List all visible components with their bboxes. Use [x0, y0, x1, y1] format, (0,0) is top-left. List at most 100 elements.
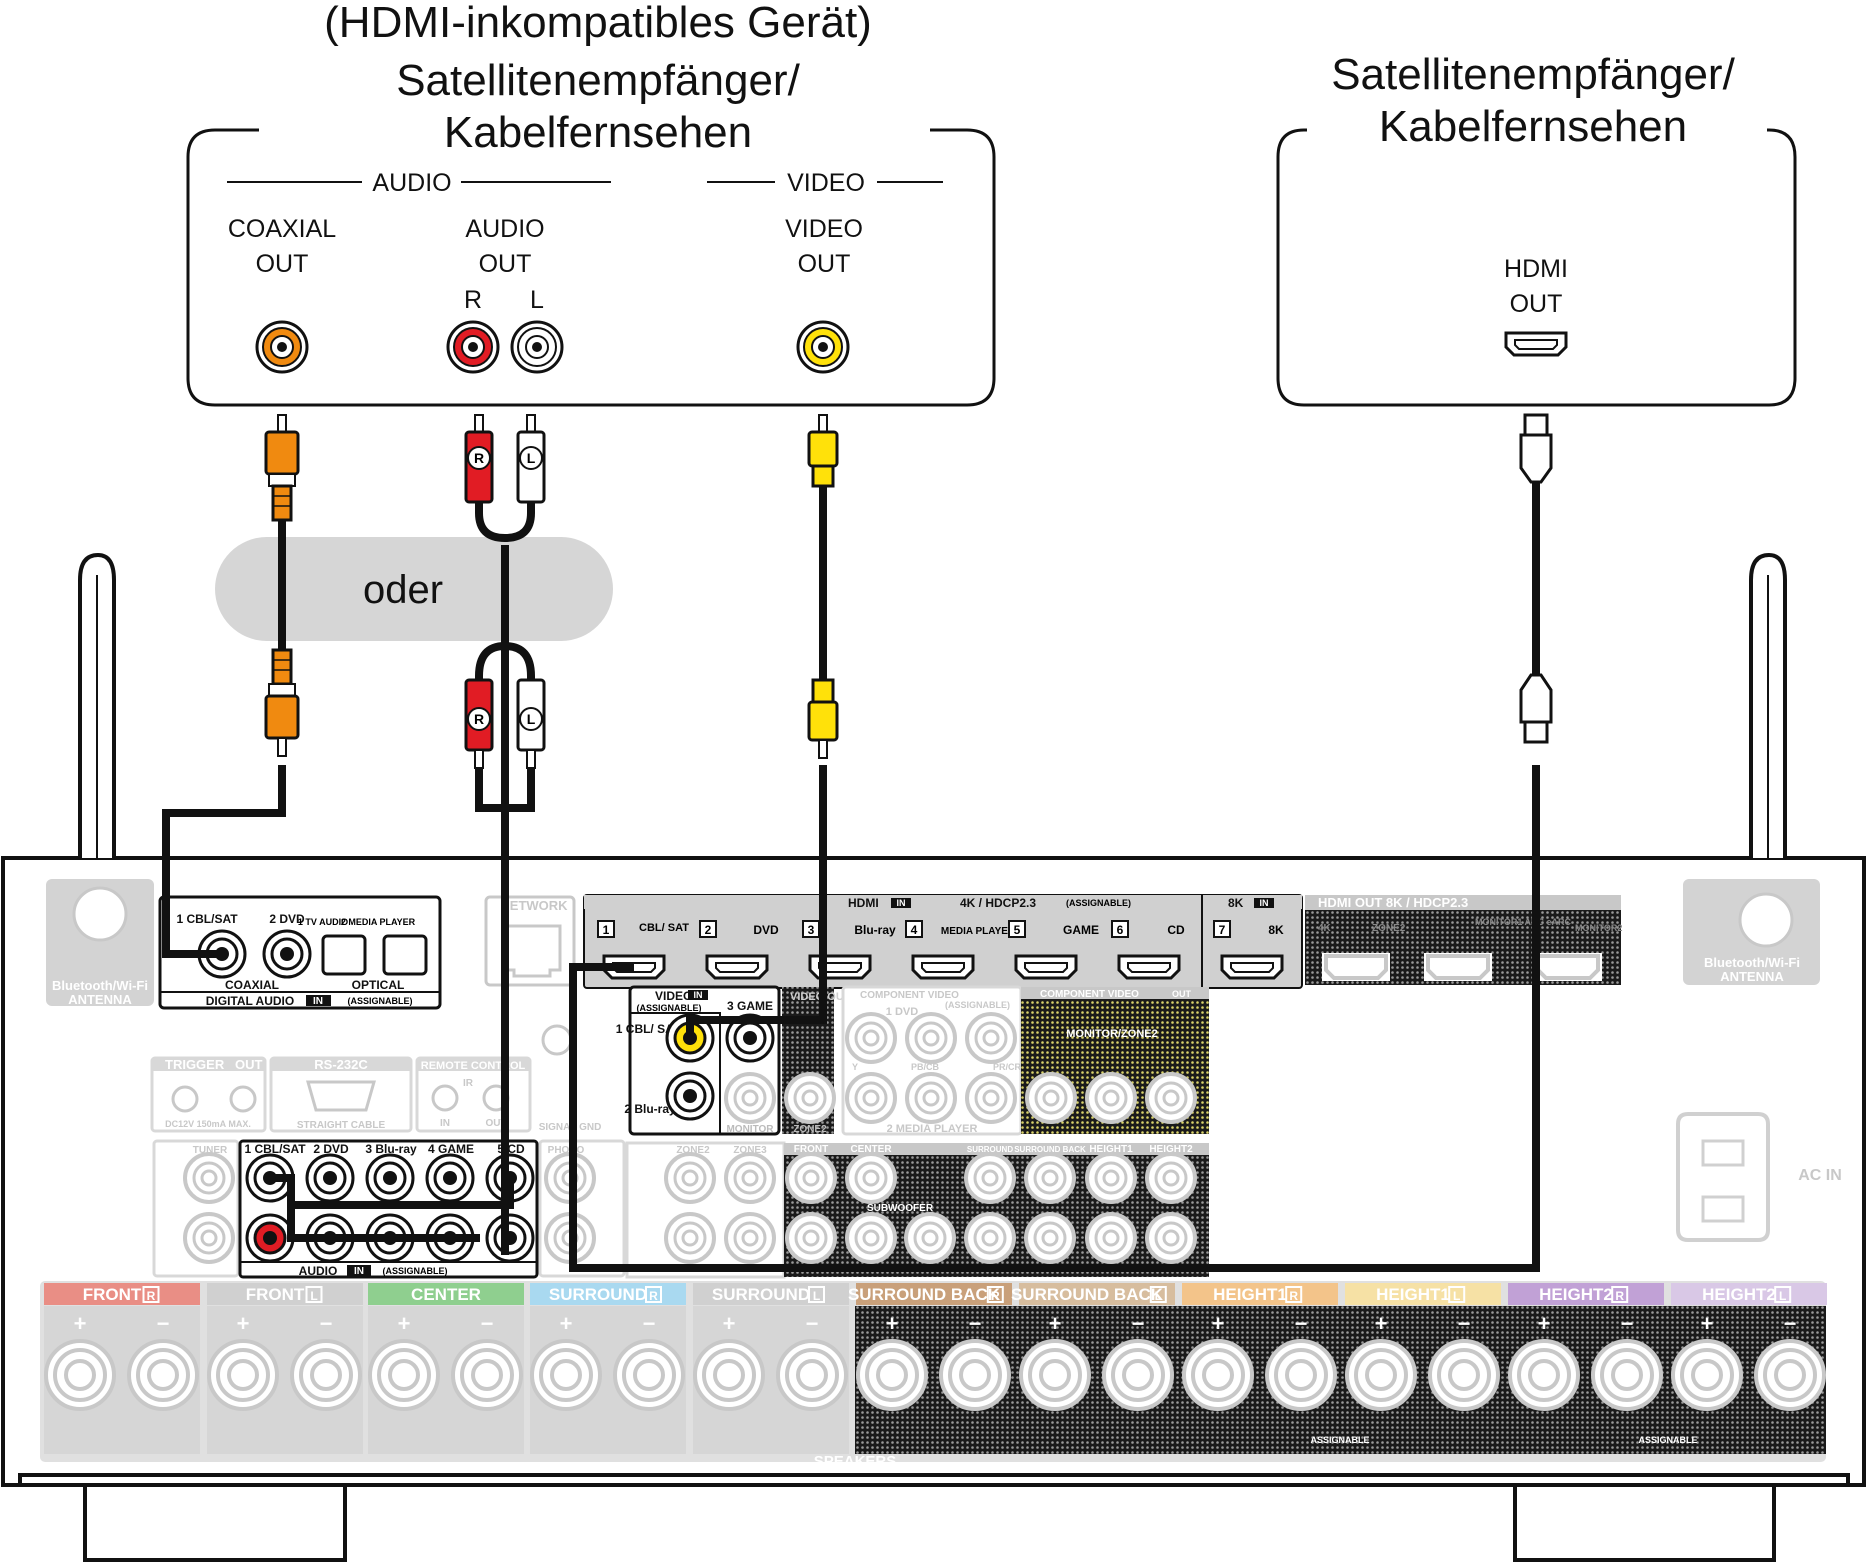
- hdmi-out-port[interactable]: [1504, 331, 1568, 357]
- trigger-spec: DC12V 150mA MAX.: [165, 1119, 251, 1129]
- speaker-post[interactable]: [1102, 1339, 1174, 1411]
- speaker-post[interactable]: [1019, 1339, 1091, 1411]
- svg-text:−: −: [157, 1311, 170, 1336]
- speaker-post[interactable]: [1508, 1339, 1580, 1411]
- hdmi-in-4[interactable]: 4 MEDIA PLAYER: [905, 920, 1016, 980]
- video-cable: [686, 414, 839, 1038]
- speaker-post[interactable]: [1265, 1339, 1337, 1411]
- hdmi-source-device: Satellitenempfänger/ Kabelfernsehen HDMI…: [1276, 50, 1797, 407]
- audio-out-r-jack[interactable]: [446, 320, 500, 374]
- rca-plug-white-top: L: [516, 414, 546, 504]
- speaker-post[interactable]: [1182, 1339, 1254, 1411]
- coaxial-label: COAXIAL: [225, 978, 279, 992]
- speaker-post[interactable]: [693, 1339, 765, 1411]
- optical-1-port[interactable]: [321, 934, 367, 976]
- audio-out-l-jack[interactable]: [510, 320, 564, 374]
- coaxial-out-jack[interactable]: [255, 320, 309, 374]
- component-group1-label: 1 DVD: [886, 1006, 918, 1018]
- assignable-label: (ASSIGNABLE): [383, 1266, 448, 1276]
- speaker-channel: L: [310, 1289, 317, 1303]
- hdmi-in-3[interactable]: 3 Blu-ray: [802, 920, 896, 980]
- hdmi-in-2[interactable]: 2 DVD: [699, 920, 779, 980]
- speaker-post[interactable]: [451, 1339, 523, 1411]
- speaker-channel: L: [813, 1289, 820, 1303]
- hdmi-in-6[interactable]: 6 CD: [1111, 920, 1185, 980]
- svg-text:+: +: [886, 1311, 899, 1336]
- audio-in-1-r-jack[interactable]: [245, 1213, 295, 1263]
- svg-text:+: +: [1049, 1311, 1062, 1336]
- hdmi-in-7-8k[interactable]: 7 8K: [1213, 920, 1284, 980]
- speaker-post[interactable]: [530, 1339, 602, 1411]
- audio-in-2-l-jack[interactable]: [305, 1153, 355, 1203]
- pb-label: PB/CB: [911, 1062, 940, 1072]
- speaker-post[interactable]: [1428, 1339, 1500, 1411]
- speaker-post[interactable]: [290, 1339, 362, 1411]
- video-out-jack[interactable]: [796, 320, 850, 374]
- monitor-jack[interactable]: [724, 1072, 776, 1124]
- network-section: NETWORK: [484, 895, 576, 987]
- speaker-label: HEIGHT2: [1539, 1285, 1613, 1304]
- speaker-post[interactable]: [1345, 1339, 1417, 1411]
- optical-2-port[interactable]: [382, 934, 428, 976]
- trigger-out-badge: OUT: [235, 1057, 263, 1072]
- zone2-video-jack[interactable]: [784, 1072, 836, 1124]
- hdmi-out-monitor1-port[interactable]: [1424, 953, 1492, 981]
- audio-in-3-l-jack[interactable]: [365, 1153, 415, 1203]
- component-group2-label: 2 MEDIA PLAYER: [887, 1123, 978, 1135]
- speaker-post[interactable]: [44, 1339, 116, 1411]
- zone3-preout-label: ZONE3: [733, 1145, 767, 1156]
- preout-surround-label: SURROUND: [967, 1145, 1013, 1154]
- pre-out-section: ZONE2 ZONE3 FRONT CENTER SURROUND SURROU…: [625, 1141, 1209, 1279]
- bt-antenna-label-2: ANTENNA: [68, 992, 132, 1007]
- hdmi-out-zone2-port[interactable]: [1322, 953, 1390, 981]
- audio-in-5-r-jack[interactable]: [485, 1213, 535, 1263]
- device-outline: [1276, 128, 1797, 407]
- svg-text:5: 5: [1014, 923, 1021, 937]
- audio-in-4-l-jack[interactable]: [425, 1153, 475, 1203]
- device-subtitle: (HDMI-inkompatibles Gerät): [324, 0, 872, 47]
- in-badge: IN: [897, 898, 906, 908]
- svg-text:8K: 8K: [1268, 923, 1284, 937]
- svg-text:L: L: [527, 450, 536, 466]
- speaker-post[interactable]: [613, 1339, 685, 1411]
- monitor-zone2-label: MONITOR/ZONE2: [1066, 1028, 1157, 1040]
- in-badge: IN: [354, 1266, 364, 1277]
- hdmi-in-5[interactable]: 5 GAME: [1008, 920, 1099, 980]
- svg-text:MEDIA PLAYER: MEDIA PLAYER: [941, 926, 1016, 937]
- speaker-post[interactable]: [939, 1339, 1011, 1411]
- hdmi-out-monitor2-port[interactable]: [1534, 953, 1602, 981]
- speaker-post[interactable]: [1671, 1339, 1743, 1411]
- svg-text:3: 3: [808, 923, 815, 937]
- preout-surround-back-label: SURROUND BACK: [1014, 1145, 1086, 1154]
- speaker-label: SURROUND: [712, 1285, 810, 1304]
- video-in-3-label: 3 GAME: [727, 999, 773, 1013]
- svg-text:−: −: [643, 1311, 656, 1336]
- device-title-line2: Kabelfernsehen: [444, 108, 752, 157]
- speaker-post[interactable]: [368, 1339, 440, 1411]
- hdmi-in-1[interactable]: 1 CBL/ SAT: [597, 920, 689, 980]
- speaker-label: HEIGHT2: [1702, 1285, 1776, 1304]
- antenna-left: Bluetooth/Wi-Fi ANTENNA: [46, 552, 154, 1007]
- hdmi-plug-top: [1519, 413, 1553, 484]
- speaker-label: FRONT: [83, 1285, 142, 1304]
- speaker-post[interactable]: [127, 1339, 199, 1411]
- remote-in-label: IN: [440, 1118, 450, 1129]
- zone2-label: ZONE2: [793, 1124, 827, 1135]
- device-title-line1: Satellitenempfänger/: [1331, 50, 1735, 99]
- svg-text:+: +: [1375, 1311, 1388, 1336]
- speaker-post[interactable]: [207, 1339, 279, 1411]
- speaker-post[interactable]: [776, 1339, 848, 1411]
- y-label: Y: [852, 1062, 858, 1072]
- device-title-line1: Satellitenempfänger/: [396, 56, 800, 105]
- tuner-phono-section: TUNER PHONO: [152, 1139, 626, 1278]
- speaker-post[interactable]: [1591, 1339, 1663, 1411]
- digital-coaxial-2-jack[interactable]: [262, 929, 312, 979]
- video-in-2-jack[interactable]: [665, 1071, 715, 1121]
- speaker-post[interactable]: [1754, 1339, 1826, 1411]
- speaker-post[interactable]: [856, 1339, 928, 1411]
- coaxial-out-label-2: OUT: [256, 250, 309, 278]
